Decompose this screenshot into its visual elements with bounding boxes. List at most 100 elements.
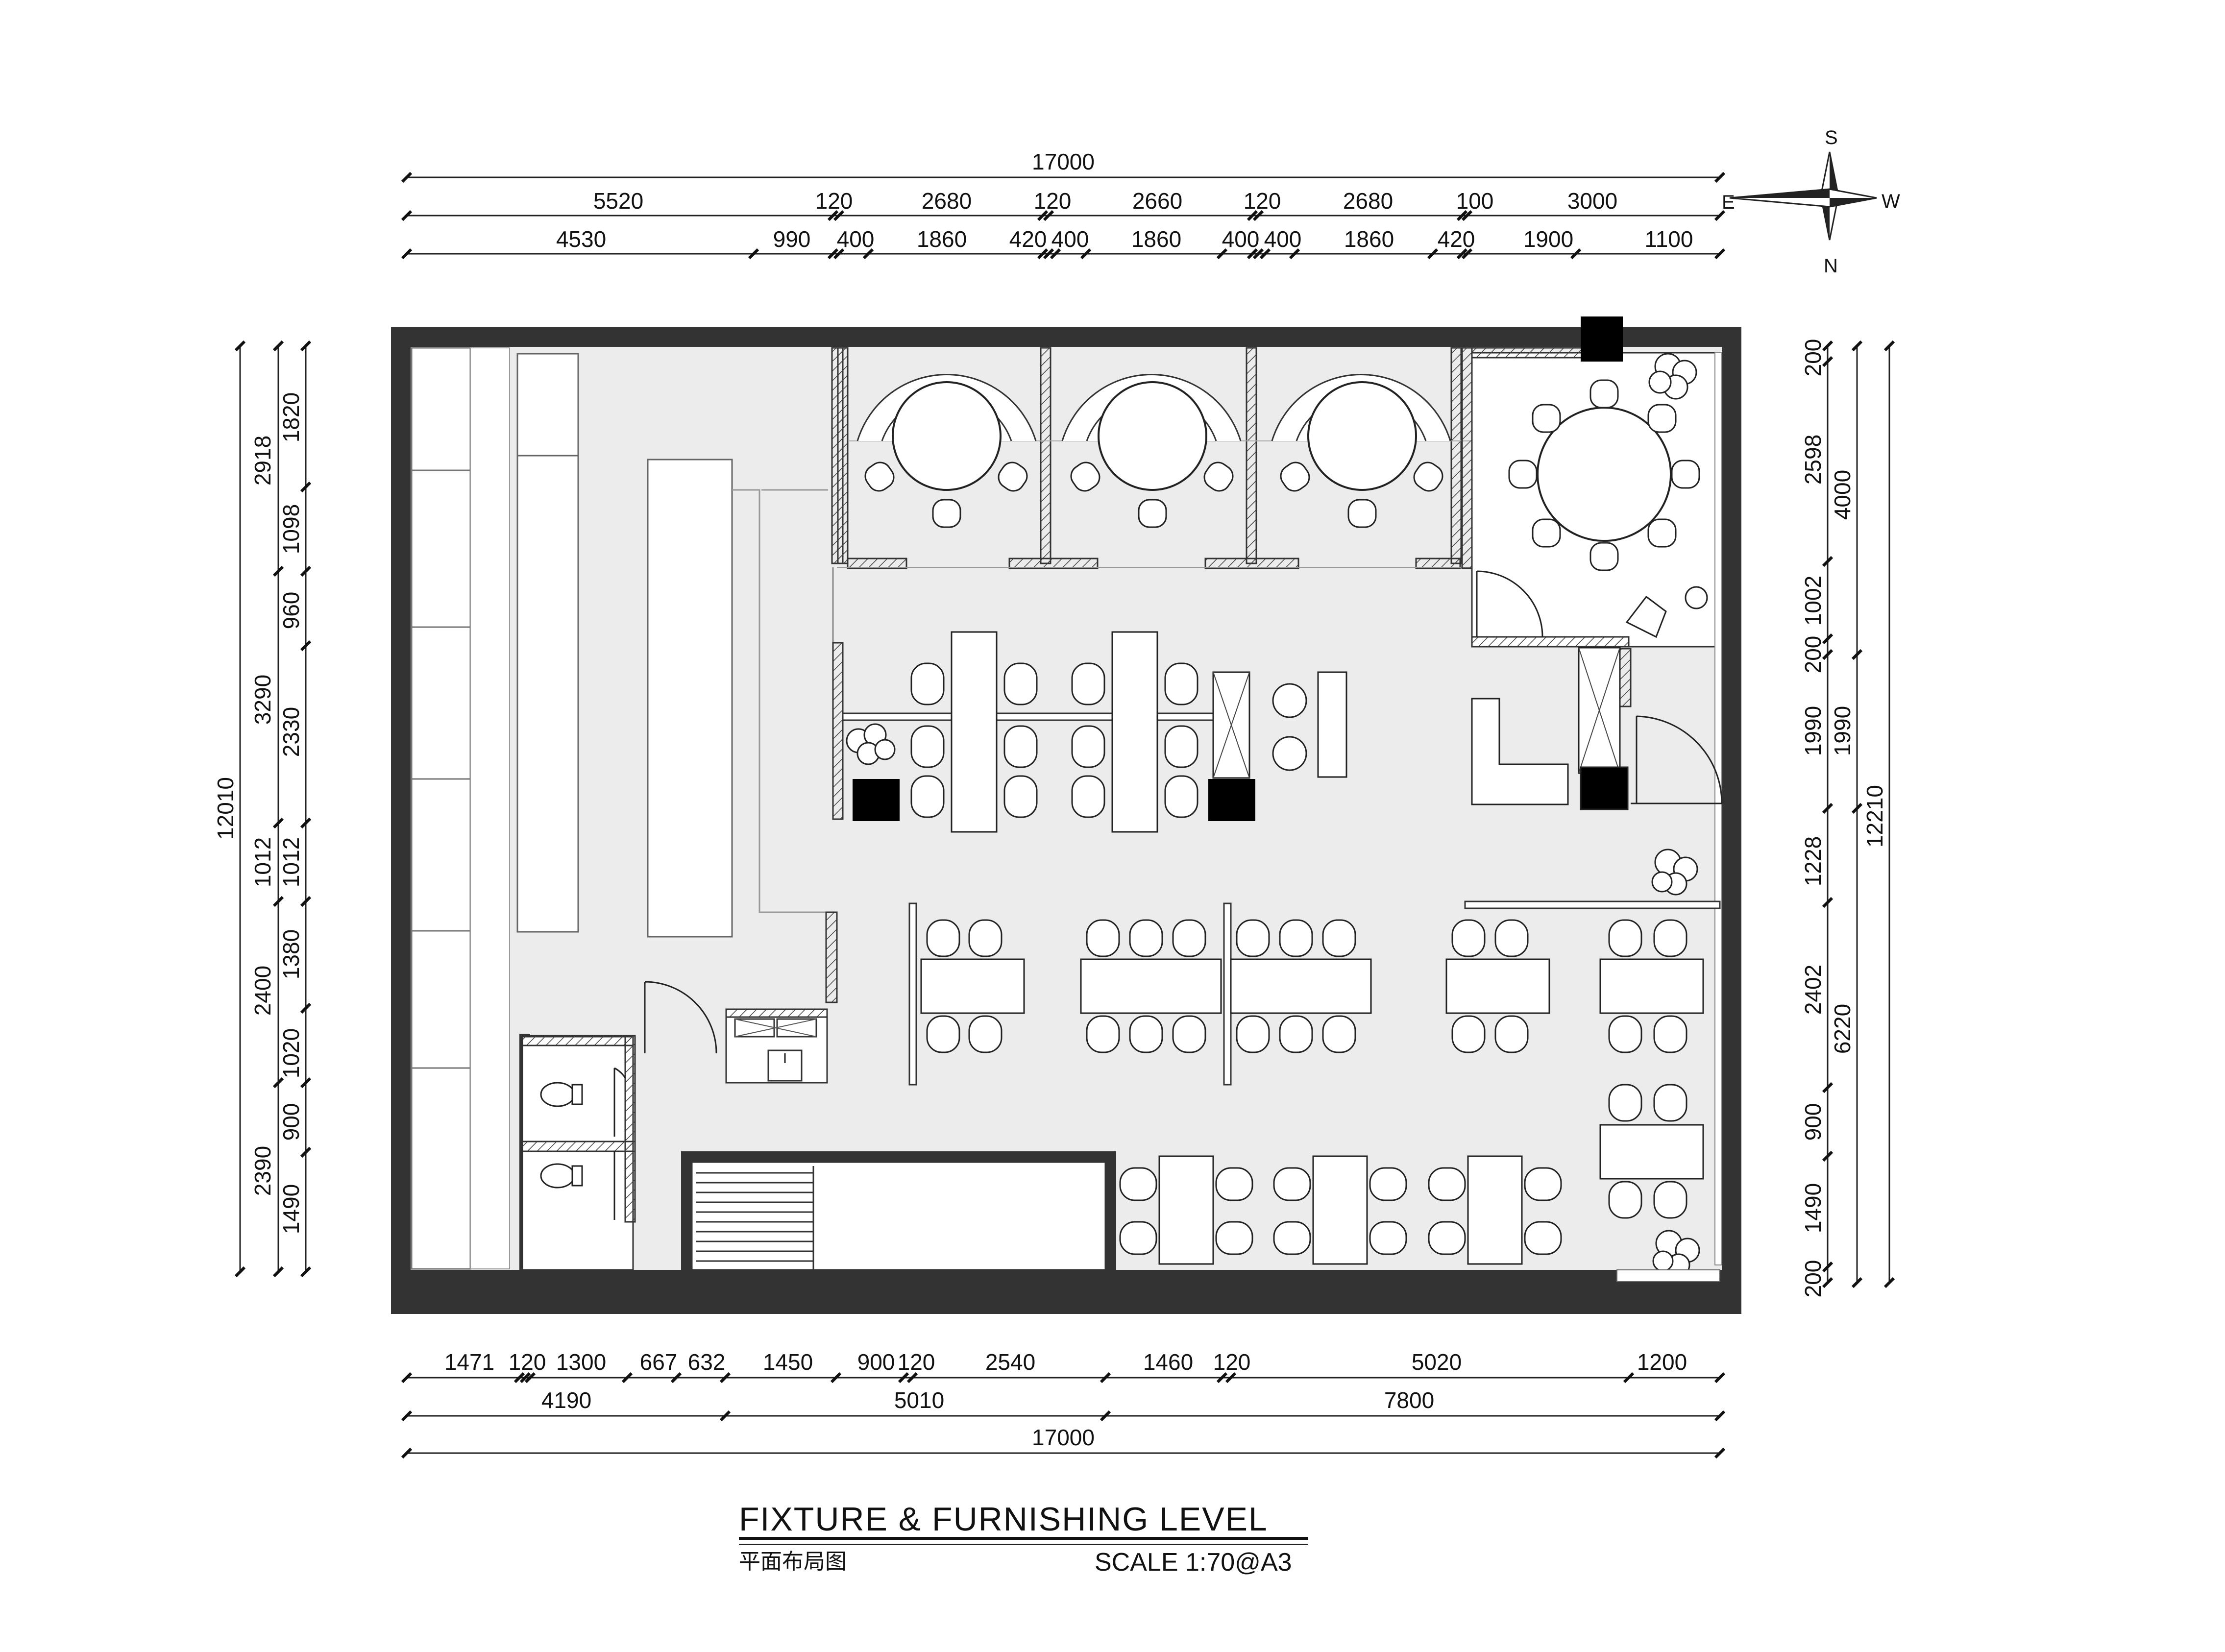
right-wall-segment (1619, 648, 1632, 707)
service-counters (516, 353, 833, 938)
dim-label: 1100 (1645, 226, 1693, 252)
left-dim-total: 12010 (213, 777, 238, 840)
dimension-tick (1225, 1372, 1237, 1384)
counter-partition (732, 489, 833, 913)
dimension-tick (300, 1146, 312, 1158)
drawing-scale: SCALE 1:70@A3 (1095, 1548, 1292, 1577)
dimension-tick (524, 1372, 536, 1384)
column (853, 779, 900, 821)
dim-label: 6220 (1830, 1004, 1855, 1054)
dimension-tick (1037, 210, 1049, 221)
dim-label: 900 (857, 1349, 895, 1375)
dim-label: 200 (1800, 339, 1826, 377)
dim-label: 400 (1051, 226, 1089, 252)
dimension-tick (1456, 210, 1468, 221)
bottom-dims-row1: 1471 120 1300 667 632 1450 900 120 2540 … (444, 1349, 1687, 1375)
dim-label: 1020 (278, 1028, 304, 1078)
dimension-tick (1714, 1410, 1726, 1422)
dim-label: 4190 (541, 1387, 591, 1413)
dim-label: 120 (1244, 188, 1281, 214)
dining-tables (920, 958, 1704, 1265)
dimension-tick (513, 1372, 525, 1384)
dimension-tick (272, 1266, 284, 1278)
vip-room-wall-bottom (1471, 636, 1630, 648)
dim-label: 632 (688, 1349, 726, 1375)
dimension-tick (1427, 248, 1439, 260)
dim-label: 200 (1800, 636, 1826, 674)
dim-label: 7800 (1384, 1387, 1434, 1413)
booth-area (832, 567, 1347, 833)
vip-room-wall-top (1471, 347, 1586, 359)
dimension-tick (300, 1077, 312, 1089)
booth-table (951, 631, 998, 833)
dim-label: 1012 (250, 837, 275, 887)
dim-label: 120 (898, 1349, 935, 1375)
dimension-tick (1714, 1372, 1726, 1384)
dim-label: 2390 (250, 1146, 275, 1196)
toilet-icon (540, 1082, 583, 1107)
washroom-door (613, 1067, 626, 1137)
dimension-tick (234, 340, 246, 352)
dimension-tick (906, 1372, 918, 1384)
dimension-tick (519, 1372, 531, 1384)
dim-label: 2598 (1800, 435, 1826, 485)
dimension-tick (1822, 1261, 1834, 1273)
back-counter (516, 353, 579, 933)
dim-label: 4000 (1830, 470, 1855, 520)
column (1581, 316, 1623, 362)
dimension-tick (300, 896, 312, 907)
dim-label: 400 (837, 226, 875, 252)
round-table (892, 381, 1002, 491)
plant (1648, 353, 1697, 400)
dimension-tick (300, 565, 312, 577)
dim-label: 1460 (1143, 1349, 1193, 1375)
dim-label: 1200 (1637, 1349, 1687, 1375)
dim-label: 1860 (1131, 226, 1181, 252)
dim-label: 400 (1222, 226, 1260, 252)
vip-door (1476, 570, 1543, 637)
dimension-tick (401, 171, 413, 183)
dim-label: 120 (1034, 188, 1072, 214)
dimension-tick (1043, 248, 1054, 260)
dim-label: 200 (1800, 1260, 1826, 1298)
private-room-partitions (837, 347, 1462, 569)
compass-rose-icon (1729, 151, 1877, 241)
plant (1651, 849, 1698, 896)
top-dims-row3: 4530 990 400 1860 420 400 1860 400 400 1… (556, 226, 1693, 252)
dim-label: 1098 (278, 504, 304, 554)
dimension-tick (1714, 1447, 1726, 1459)
dimension-tick (1216, 1372, 1228, 1384)
dimension-tick (748, 248, 759, 260)
staircase (691, 1161, 1106, 1271)
dimension-tick (1100, 1372, 1111, 1384)
dimension-tick (272, 1077, 284, 1089)
right-dims-mid: 4000 1990 6220 (1830, 470, 1855, 1054)
dimension-lines (239, 176, 1890, 1454)
dim-label: 1860 (1344, 226, 1394, 252)
dim-label: 960 (278, 592, 304, 630)
dimension-tick (1883, 340, 1895, 352)
dim-label: 1990 (1800, 706, 1826, 756)
dimension-tick (1037, 248, 1049, 260)
dim-label: 5520 (593, 188, 643, 214)
dim-label: 1900 (1523, 226, 1573, 252)
dim-label: 1228 (1800, 836, 1826, 886)
dim-label: 1990 (1830, 706, 1855, 756)
dim-label: 4530 (556, 226, 606, 252)
top-dim-total: 17000 (1032, 149, 1095, 174)
dim-label: 1380 (278, 929, 304, 979)
compass-e: E (1722, 192, 1735, 213)
dimension-tick (1851, 802, 1863, 814)
bottom-dims-row2: 4190 5010 7800 (541, 1387, 1434, 1413)
dimension-tick (833, 210, 845, 221)
vip-room (1461, 316, 1721, 648)
compass-s: S (1825, 127, 1838, 148)
right-dim-total: 12210 (1862, 785, 1887, 848)
dim-label: 1820 (278, 392, 304, 442)
dimension-tick (1043, 210, 1054, 221)
private-room-1 (856, 374, 1037, 528)
window-strip (1714, 352, 1722, 1265)
column (1580, 766, 1629, 810)
stair-enclosure-wall-top (681, 1151, 1116, 1162)
dimension-tick (1714, 171, 1726, 183)
